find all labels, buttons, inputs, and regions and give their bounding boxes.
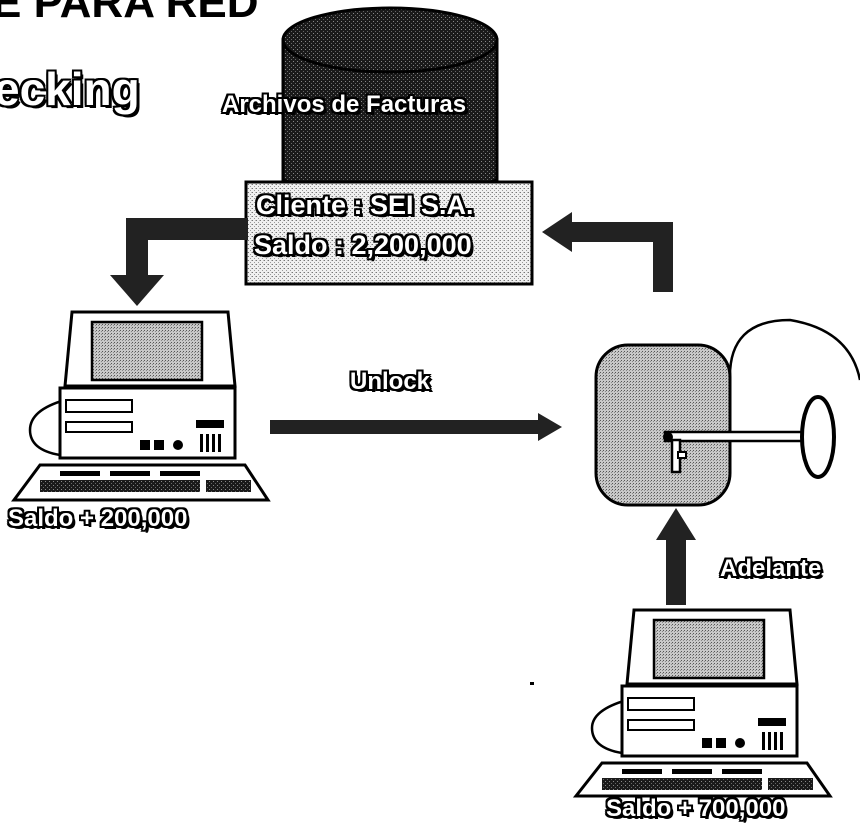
unlock-label: Unlock (350, 368, 431, 395)
section-title-fragment: ecking (0, 63, 140, 115)
desktop-computer-icon (572, 608, 833, 798)
unlock-arrow (270, 413, 562, 441)
record-client-line: Cliente : SEI S.A. (256, 190, 474, 220)
record-balance-line: Saldo : 2,200,000 (254, 230, 472, 260)
arrow-to-left-terminal (110, 218, 248, 306)
database-label: Archivos de Facturas (222, 91, 467, 118)
page-title-fragment: E PARA RED (0, 0, 259, 27)
proceed-label: Adelante (720, 555, 822, 582)
left-terminal-label: Saldo + 200,000 (8, 505, 188, 532)
desktop-computer-icon (11, 310, 271, 502)
record-box (244, 180, 534, 286)
arrow-to-record (542, 212, 673, 292)
padlock-icon (594, 318, 860, 507)
key-icon (663, 395, 836, 479)
proceed-arrow (656, 508, 696, 605)
database-cylinder-icon (281, 6, 499, 199)
stray-mark (530, 682, 534, 685)
right-terminal-label: Saldo + 700,000 (606, 795, 786, 822)
